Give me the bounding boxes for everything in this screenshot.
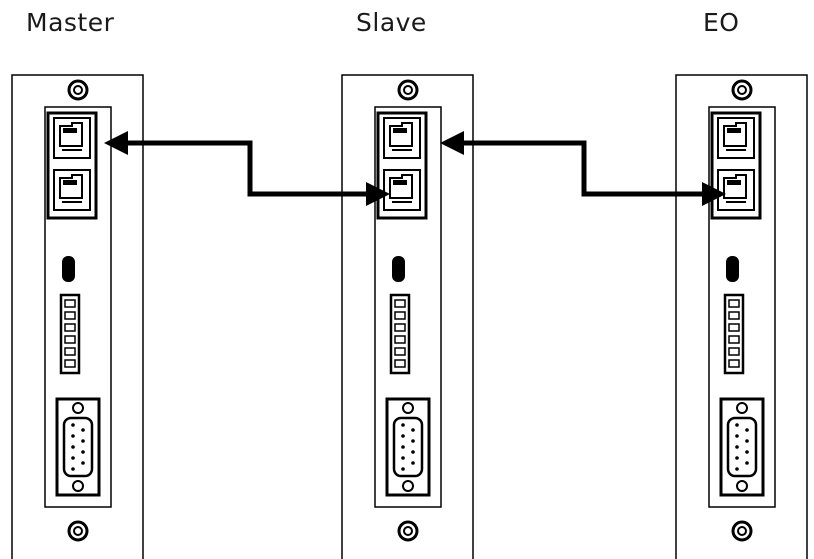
terminal-block-icon — [723, 293, 745, 375]
status-led-icon — [62, 256, 75, 282]
mounting-screw-icon — [731, 79, 753, 101]
module-master — [11, 74, 144, 559]
mounting-screw-icon — [731, 520, 753, 542]
sub-d-connector-icon — [55, 397, 101, 497]
sub-d-connector-icon — [719, 397, 765, 497]
label-master: Master — [26, 8, 115, 37]
mounting-screw-icon — [397, 79, 419, 101]
arrowhead-right — [366, 182, 390, 206]
status-led-icon — [392, 256, 405, 282]
connection-slave-eo — [440, 131, 726, 206]
arrowhead-left — [440, 131, 464, 155]
connections-group — [104, 131, 726, 206]
rj45-port-icon — [53, 169, 91, 211]
mounting-screw-icon — [397, 520, 419, 542]
ethernet-block — [376, 111, 428, 220]
label-slave: Slave — [356, 8, 427, 37]
arrowhead-left — [104, 131, 128, 155]
rj45-port-icon — [383, 117, 421, 159]
sub-d-connector-icon — [385, 397, 431, 497]
terminal-block-icon — [389, 293, 411, 375]
mounting-screw-icon — [67, 79, 89, 101]
status-led-icon — [726, 256, 739, 282]
label-eo: EO — [703, 8, 740, 37]
rj45-port-icon — [53, 117, 91, 159]
arrowhead-right — [702, 182, 726, 206]
ethernet-block — [46, 111, 98, 220]
ethernet-block — [710, 111, 762, 220]
rj45-port-icon — [717, 117, 755, 159]
modules-group — [11, 74, 808, 559]
connection-master-slave — [104, 131, 390, 206]
rj45-port-icon — [717, 169, 755, 211]
mounting-screw-icon — [67, 520, 89, 542]
module-slave — [341, 74, 474, 559]
module-eo — [675, 74, 808, 559]
rj45-port-icon — [383, 169, 421, 211]
terminal-block-icon — [59, 293, 81, 375]
